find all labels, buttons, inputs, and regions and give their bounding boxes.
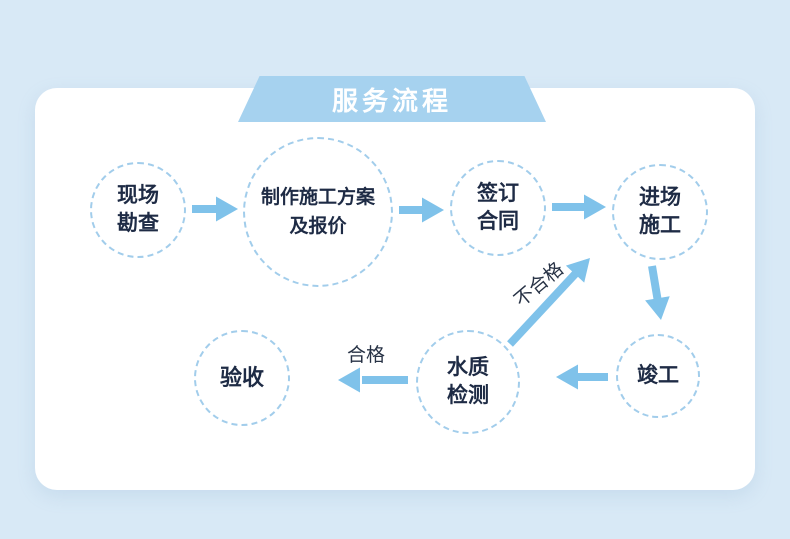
node-construction-plan: 制作施工方案 及报价 [243, 137, 393, 287]
node-water-quality-test: 水质 检测 [416, 330, 520, 434]
page-title: 服务流程 [331, 85, 452, 116]
node-acceptance: 验收 [194, 330, 290, 426]
node-enter-construction: 进场 施工 [612, 164, 708, 260]
flowchart-card [35, 88, 755, 490]
node-label: 进场 施工 [639, 185, 681, 237]
node-site-survey: 现场 勘查 [90, 162, 186, 258]
node-sign-contract: 签订 合同 [450, 160, 546, 256]
node-label: 水质 检测 [447, 355, 489, 407]
edge-label-qualified: 合格 [346, 345, 385, 366]
node-label: 验收 [219, 365, 264, 391]
node-completion: 竣工 [616, 334, 700, 418]
title-banner: 服务流程 [238, 76, 546, 122]
node-label: 竣工 [637, 363, 679, 387]
node-label: 签订 合同 [477, 181, 519, 233]
node-label: 现场 勘查 [117, 183, 159, 235]
node-label: 制作施工方案 及报价 [260, 186, 375, 237]
